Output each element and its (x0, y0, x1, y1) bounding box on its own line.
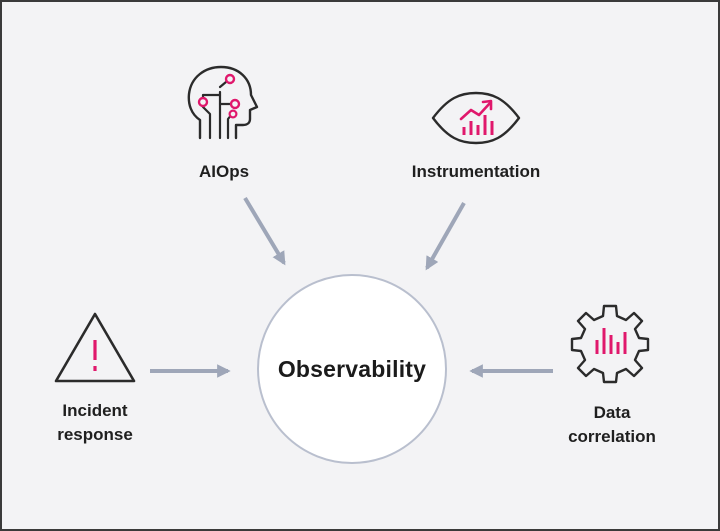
center-label: Observability (277, 355, 427, 382)
node-aiops-label: AIOps (198, 162, 250, 181)
node-instrumentation: Instrumentation (386, 160, 566, 184)
node-aiops: AIOps (164, 160, 284, 184)
center-node: Observability (257, 274, 447, 464)
node-instrumentation-label: Instrumentation (411, 162, 541, 181)
node-data-correlation: Data correlation (550, 401, 674, 449)
gear-chart-icon (570, 304, 650, 384)
warning-triangle-icon (54, 312, 136, 383)
node-incident-label-line1: Incident (62, 401, 128, 420)
head-circuit-icon (187, 65, 259, 140)
arrow-instrumentation-to-center (425, 202, 466, 271)
arrow-aiops-to-center (243, 196, 286, 266)
node-data-label-line1: Data (593, 403, 631, 422)
node-incident-response: Incident response (30, 399, 160, 447)
node-incident-label-line2: response (57, 425, 133, 444)
eye-chart-icon (431, 91, 521, 145)
node-data-label-line2: correlation (568, 427, 656, 446)
